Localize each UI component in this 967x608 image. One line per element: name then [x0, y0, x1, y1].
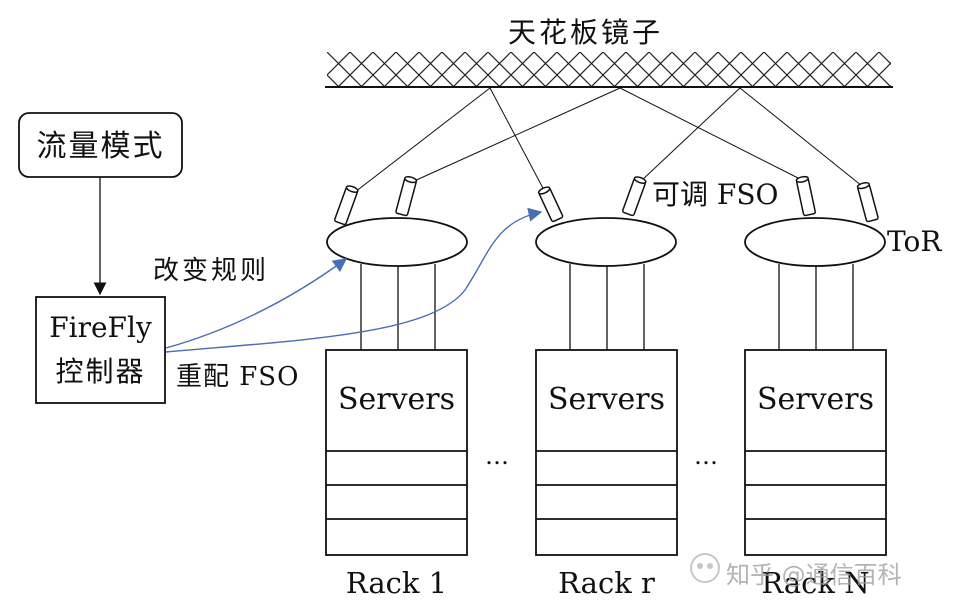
tunable-fso-label: 可调 FSO	[652, 178, 779, 211]
tor-switch-r	[535, 217, 677, 267]
tor-switch-1	[326, 217, 468, 267]
fso-transceiver	[537, 186, 564, 223]
controller-label-line1: FireFly	[49, 311, 152, 344]
fso-transceiver	[395, 175, 418, 217]
fso-transceiver	[334, 185, 359, 226]
rack-1-name: Rack 1	[345, 566, 448, 600]
tor-label: ToR	[887, 225, 942, 258]
watermark-icon	[690, 553, 720, 583]
rack-n-servers-label: Servers	[756, 382, 875, 417]
tor-server-links	[360, 264, 854, 350]
rack-n-name: Rack N	[761, 566, 870, 600]
fso-transceiver	[856, 181, 879, 223]
fso-transceiver	[622, 176, 647, 217]
change-rules-arrow	[165, 258, 348, 349]
fso-beams	[354, 87, 868, 193]
ceiling-mirror-label: 天花板镜子	[508, 16, 664, 49]
change-rules-label: 改变规则	[153, 256, 270, 286]
traffic-pattern-label: 流量模式	[36, 129, 165, 164]
rack-1-servers-label: Servers	[337, 382, 456, 417]
tor-switch-n	[744, 217, 886, 267]
ellipsis-left: …	[485, 442, 509, 470]
ceiling-mirror	[327, 52, 891, 86]
server-rack-1	[325, 349, 468, 556]
controller-label-line2: 控制器	[55, 355, 146, 388]
server-rack-r	[535, 349, 678, 556]
server-rack-n	[744, 349, 887, 556]
rack-r-name: Rack r	[558, 566, 655, 600]
controller-box	[35, 296, 166, 404]
fso-transceivers	[334, 175, 879, 226]
reconfig-fso-label: 重配 FSO	[176, 362, 300, 392]
reconfig-fso-arrow	[165, 207, 543, 353]
rack-r-servers-label: Servers	[547, 382, 666, 417]
watermark: 知乎 @通信百科	[726, 561, 902, 589]
ellipsis-right: …	[694, 442, 718, 470]
fso-transceiver	[795, 175, 816, 217]
